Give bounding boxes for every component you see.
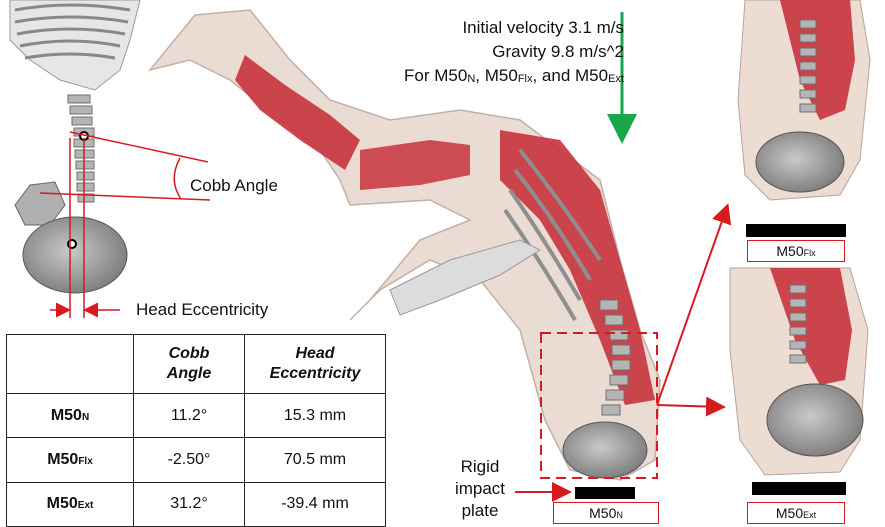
table-row: M50N 11.2° 15.3 mm	[7, 394, 386, 438]
ecc-cell: -39.4 mm	[245, 482, 386, 526]
ecc-cell: 15.3 mm	[245, 394, 386, 438]
model-cell: M50Ext	[7, 482, 134, 526]
cobb-cell: 31.2°	[134, 482, 245, 526]
label-box-n: M50N	[553, 502, 659, 524]
arrow-to-flx	[657, 207, 727, 405]
header-cell: Head Eccentricity	[245, 335, 386, 394]
cobb-cell: -2.50°	[134, 438, 245, 482]
table-row: M50Ext 31.2° -39.4 mm	[7, 482, 386, 526]
cobb-angle-label: Cobb Angle	[190, 176, 278, 196]
gravity-text: Gravity 9.8 m/s^2	[404, 40, 624, 64]
simulation-parameters: Initial velocity 3.1 m/s Gravity 9.8 m/s…	[404, 16, 624, 90]
model-cell: M50Flx	[7, 438, 134, 482]
results-table: Cobb Angle Head Eccentricity M50N 11.2° …	[6, 334, 386, 527]
header-cell	[7, 335, 134, 394]
left-skeleton-figure	[10, 0, 140, 293]
label-box-flx: M50Flx	[747, 240, 845, 262]
table-row: M50Flx -2.50° 70.5 mm	[7, 438, 386, 482]
rigid-plate-label: Rigid impact plate	[450, 456, 510, 522]
table-header-row: Cobb Angle Head Eccentricity	[7, 335, 386, 394]
flx-panel-figure	[738, 0, 870, 237]
header-cell: Cobb Angle	[134, 335, 245, 394]
ext-panel-figure	[730, 268, 868, 495]
model-cell: M50N	[7, 394, 134, 438]
ecc-cell: 70.5 mm	[245, 438, 386, 482]
model-list-text: For M50N, M50Flx, and M50Ext	[404, 64, 624, 90]
label-box-ext: M50Ext	[747, 502, 845, 524]
cobb-cell: 11.2°	[134, 394, 245, 438]
head-eccentricity-label: Head Eccentricity	[136, 300, 268, 320]
arrow-to-ext	[657, 405, 722, 407]
initial-velocity-text: Initial velocity 3.1 m/s	[404, 16, 624, 40]
